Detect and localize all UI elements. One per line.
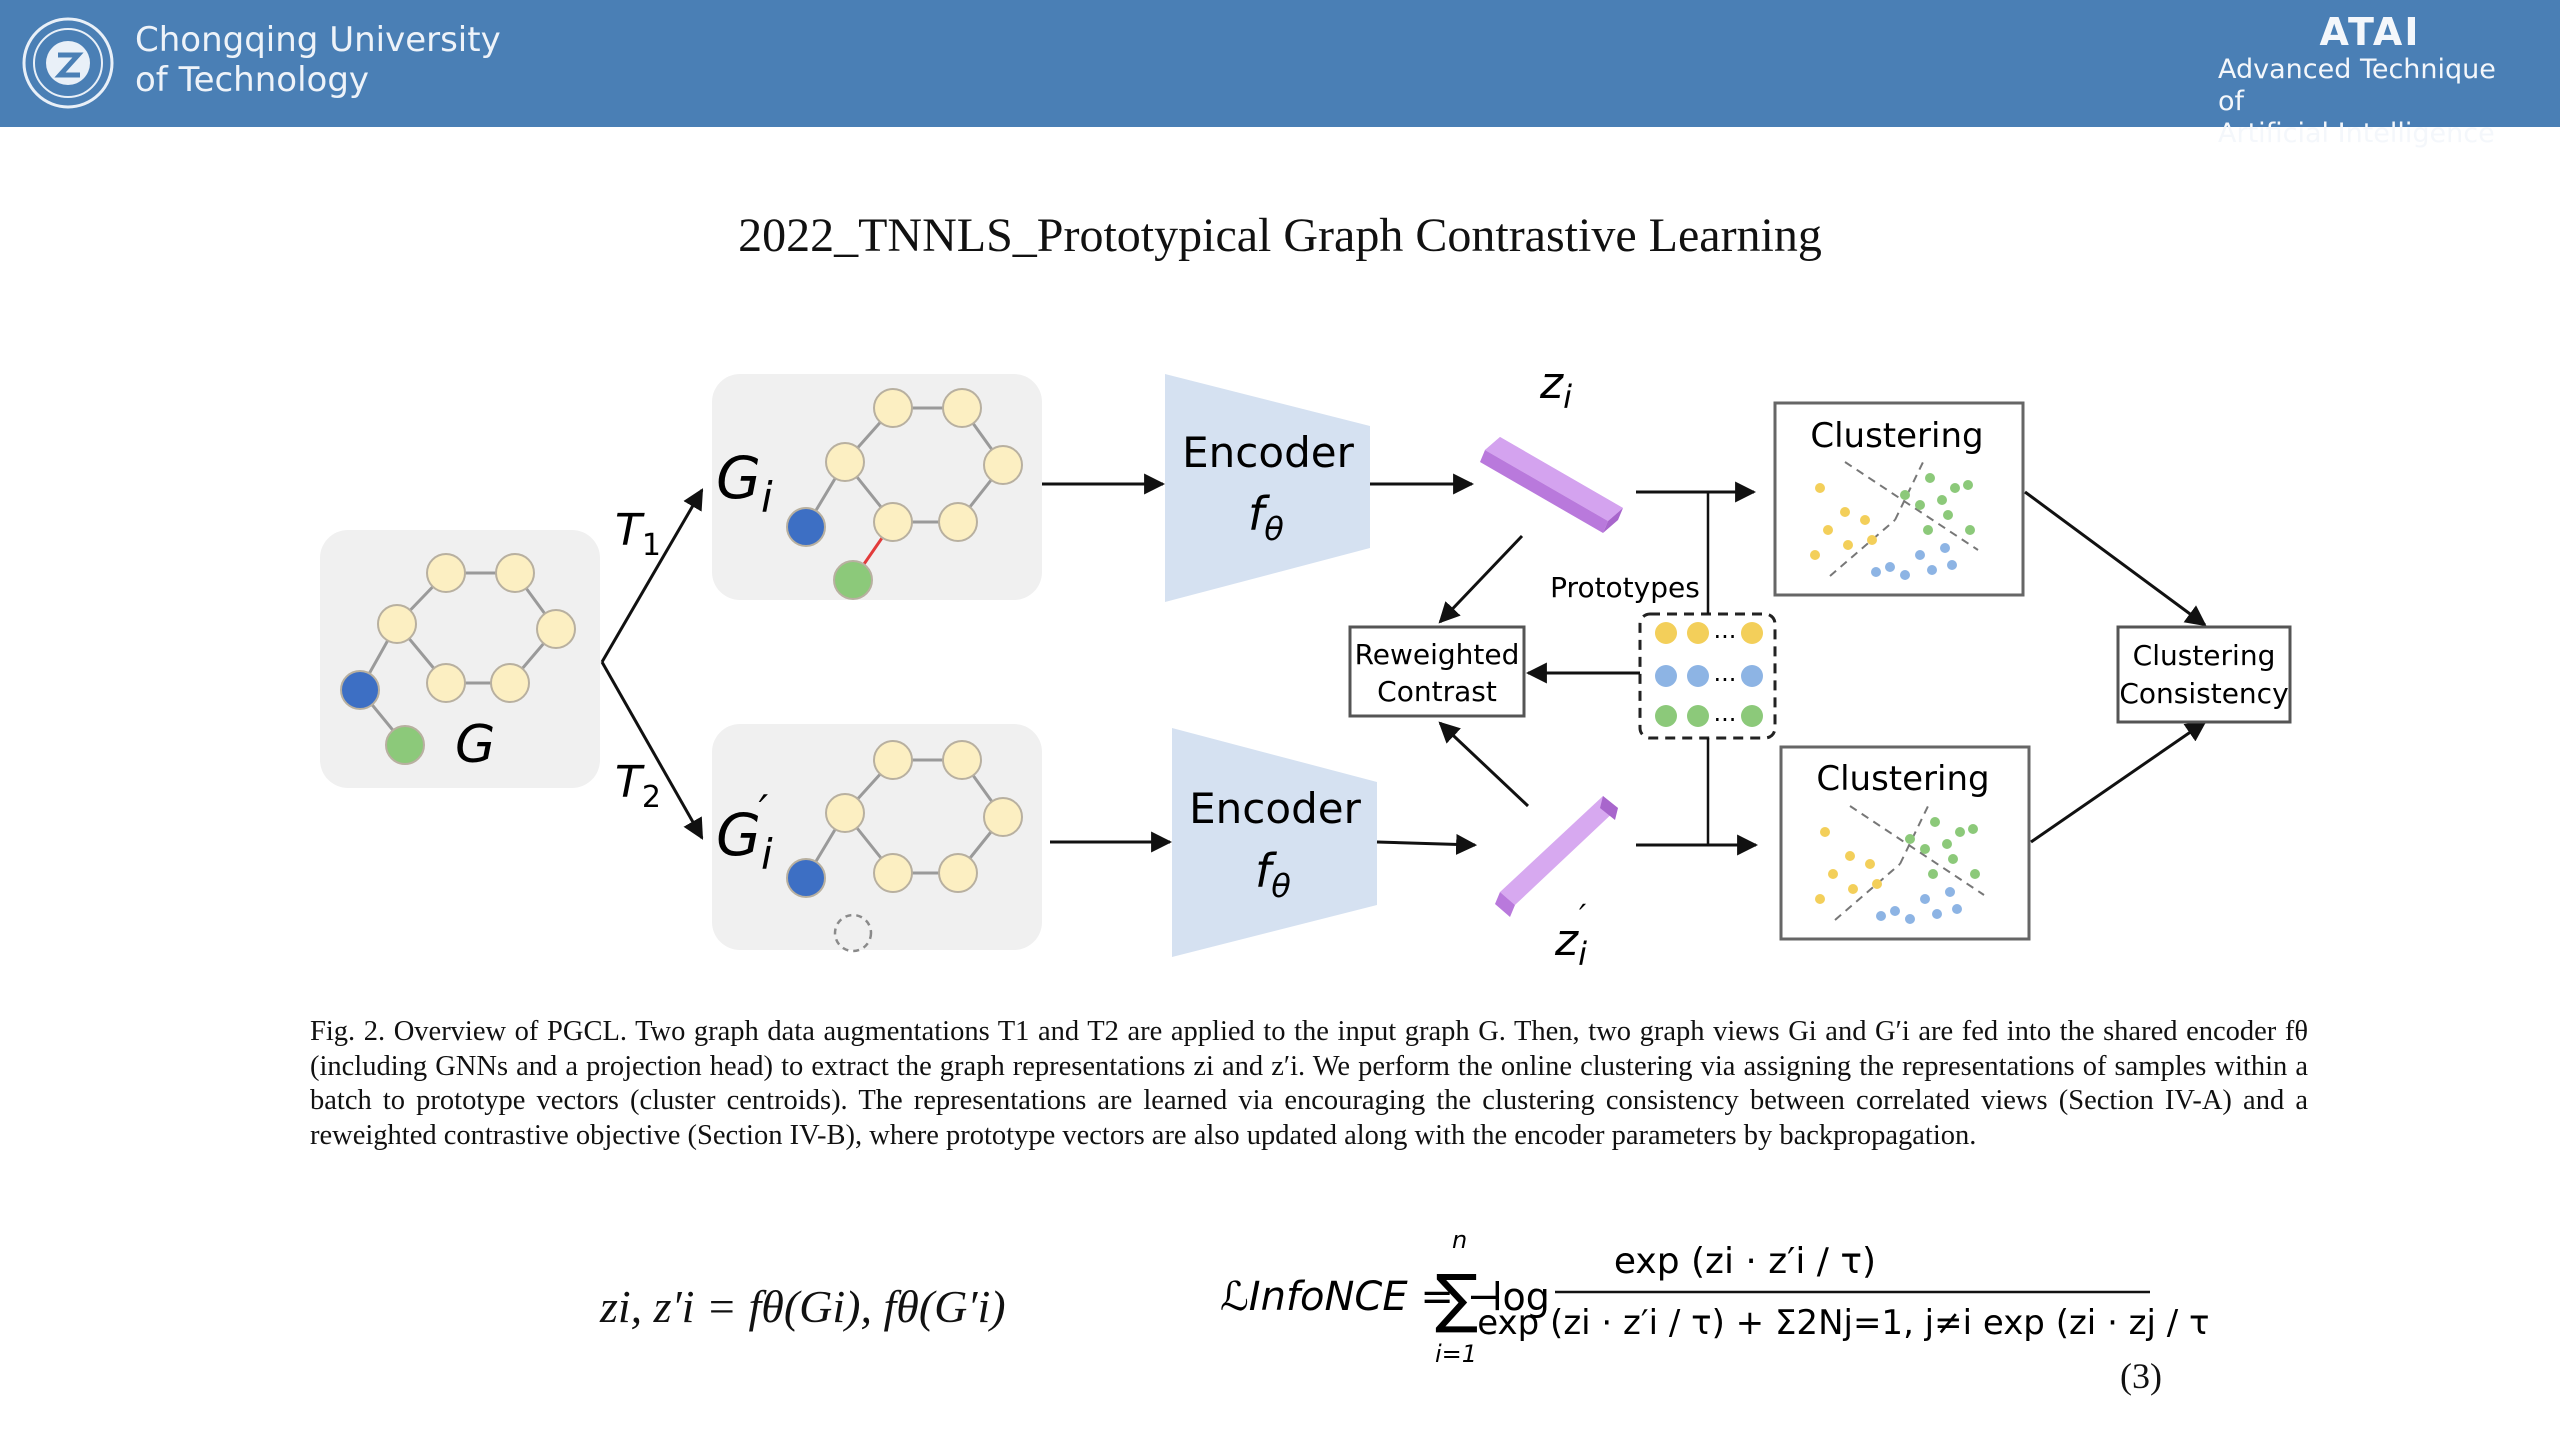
eq2-lhs: ℒInfoNCE = − — [1220, 1274, 1500, 1320]
clustering1-label: Clustering — [1810, 416, 1983, 456]
encoder1-label: Encoder — [1182, 428, 1354, 477]
view1-graph-panel — [712, 374, 1042, 600]
dropped-node — [833, 913, 873, 953]
aug2-arrow — [600, 661, 704, 840]
prototype-row-yellow — [1655, 622, 1763, 644]
lab-line2: Artificial Intelligence — [2218, 118, 2495, 149]
aug1-arrow — [600, 488, 704, 663]
prototypes-label: Prototypes — [1550, 571, 1700, 604]
graph-node — [942, 388, 982, 428]
reweighted-contrast-box — [1348, 625, 1526, 718]
graph-node — [938, 853, 978, 893]
graph-node — [426, 663, 466, 703]
graph-node-blue — [786, 858, 826, 898]
zi-label: zi — [1539, 360, 1572, 416]
equation-number: (3) — [2120, 1356, 2162, 1396]
clustering2-label: Clustering — [1816, 759, 1989, 799]
pgcl-overview-diagram: G T1 T2 Gi Gi′ — [320, 360, 2292, 973]
consistency-line2: Consistency — [2119, 677, 2288, 710]
graph-node — [873, 853, 913, 893]
university-line2: of Technology — [135, 60, 370, 100]
input-graph-nodes — [340, 553, 576, 765]
graph-node — [490, 663, 530, 703]
lab-name: ATAI — [2319, 10, 2421, 54]
eq2-denominator: exp (zi · z′i / τ) + Σ2Nj=1, j≠i exp (zi… — [1477, 1303, 2210, 1343]
clustering-box-2 — [1779, 745, 2031, 941]
encoder2 — [1172, 728, 1377, 957]
graph-node — [825, 793, 865, 833]
encoder1 — [1165, 374, 1370, 602]
svg-text:...: ... — [1714, 659, 1737, 687]
university-line1: Chongqing University — [135, 20, 501, 60]
graph-node — [983, 445, 1023, 485]
aug2-label: T2 — [615, 757, 661, 815]
slide-title: 2022_TNNLS_Prototypical Graph Contrastiv… — [738, 209, 1822, 262]
projection-zi-prime — [1495, 796, 1618, 917]
aug1-label: T1 — [615, 505, 661, 563]
university-name: Chongqing University of Technology — [135, 20, 501, 100]
svg-text:...: ... — [1714, 616, 1737, 644]
graph-node — [377, 604, 417, 644]
eq2-numerator: exp (zi · z′i / τ) — [1614, 1241, 1876, 1282]
eq2-sum-bottom: i=1 — [1435, 1340, 1477, 1368]
graph-node — [873, 502, 913, 542]
lab-block: ATAI Advanced Technique of Artificial In… — [2210, 10, 2530, 150]
graph-node-blue — [786, 507, 826, 547]
figure-caption: Fig. 2. Overview of PGCL. Two graph data… — [310, 1016, 2308, 1151]
graph-node — [938, 502, 978, 542]
prototype-row-green — [1655, 705, 1763, 727]
consistency-line1: Clustering — [2133, 639, 2276, 672]
equation-infonce: ℒInfoNCE = − n ∑ i=1 log exp (zi · z′i /… — [1220, 1230, 2210, 1368]
graph-node-blue — [340, 670, 380, 710]
prototype-row-blue — [1655, 665, 1763, 687]
zi-prime-label: zi′ — [1554, 897, 1587, 973]
graph-node — [942, 740, 982, 780]
graph-node — [983, 797, 1023, 837]
graph-node-green — [385, 725, 425, 765]
eq2-sum-sign: ∑ — [1435, 1262, 1478, 1336]
equation-1: zi, z′i = fθ(Gi), fθ(G′i) — [600, 1281, 1006, 1332]
view2-label: Gi′ — [716, 786, 773, 879]
graph-node — [426, 553, 466, 593]
encoder2-label: Encoder — [1189, 784, 1361, 833]
reweighted-line1: Reweighted — [1355, 638, 1520, 671]
university-logo-icon — [22, 17, 114, 109]
graph-node-green — [833, 560, 873, 600]
eq2-sum-top: n — [1452, 1230, 1467, 1254]
clustering-box-1 — [1773, 401, 2025, 597]
reweighted-line2: Contrast — [1377, 675, 1497, 708]
graph-node — [536, 609, 576, 649]
clustering-consistency-box — [2116, 625, 2292, 724]
eq2-log: log — [1492, 1275, 1550, 1319]
lab-line1: Advanced Technique of — [2218, 54, 2496, 117]
projection-zi — [1480, 437, 1623, 533]
header-banner: Chongqing University of Technology ATAI … — [0, 0, 2560, 149]
input-graph-label: G — [455, 715, 495, 775]
graph-node — [873, 740, 913, 780]
graph-node — [495, 553, 535, 593]
svg-text:...: ... — [1714, 699, 1737, 727]
graph-node — [873, 388, 913, 428]
view1-label: Gi — [716, 444, 773, 522]
graph-node — [825, 442, 865, 482]
